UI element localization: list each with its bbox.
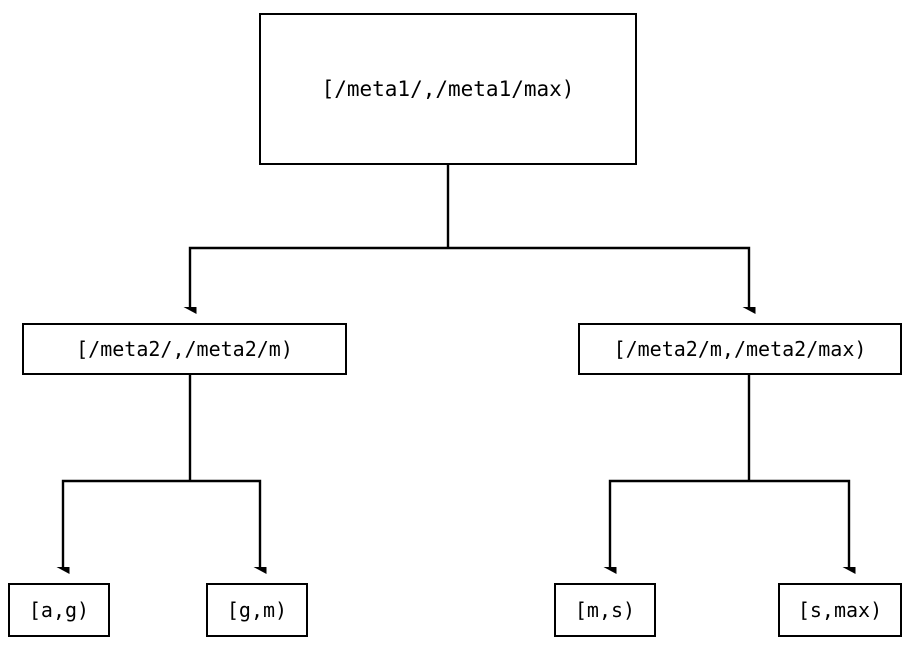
edge-meta2-high-to-leaf-ms <box>610 479 749 567</box>
tree-node-leaf-ag[interactable]: [a,g) <box>8 583 110 637</box>
edge-meta2-low-to-leaf-ag <box>63 479 190 567</box>
tree-node-leaf-gm-label: [g,m) <box>226 598 288 622</box>
edge-meta2-high-to-leaf-smax <box>749 479 849 567</box>
tree-node-meta2-low-label: [/meta2/,/meta2/m) <box>76 337 293 361</box>
tree-node-leaf-ms[interactable]: [m,s) <box>554 583 656 637</box>
tree-node-root-label: [/meta1/,/meta1/max) <box>321 76 575 101</box>
tree-node-root[interactable]: [/meta1/,/meta1/max) <box>259 13 637 165</box>
tree-node-meta2-low[interactable]: [/meta2/,/meta2/m) <box>22 323 347 375</box>
tree-node-meta2-high-label: [/meta2/m,/meta2/max) <box>613 337 867 361</box>
tree-node-leaf-gm[interactable]: [g,m) <box>206 583 308 637</box>
tree-node-leaf-ms-label: [m,s) <box>574 598 636 622</box>
tree-node-meta2-high[interactable]: [/meta2/m,/meta2/max) <box>578 323 902 375</box>
edge-meta2-low-to-leaf-gm <box>190 479 260 567</box>
tree-node-leaf-smax-label: [s,max) <box>797 598 883 622</box>
tree-node-leaf-ag-label: [a,g) <box>28 598 90 622</box>
tree-node-leaf-smax[interactable]: [s,max) <box>778 583 902 637</box>
edge-root-to-meta2-low <box>190 246 448 307</box>
edge-root-to-meta2-high <box>448 246 749 307</box>
